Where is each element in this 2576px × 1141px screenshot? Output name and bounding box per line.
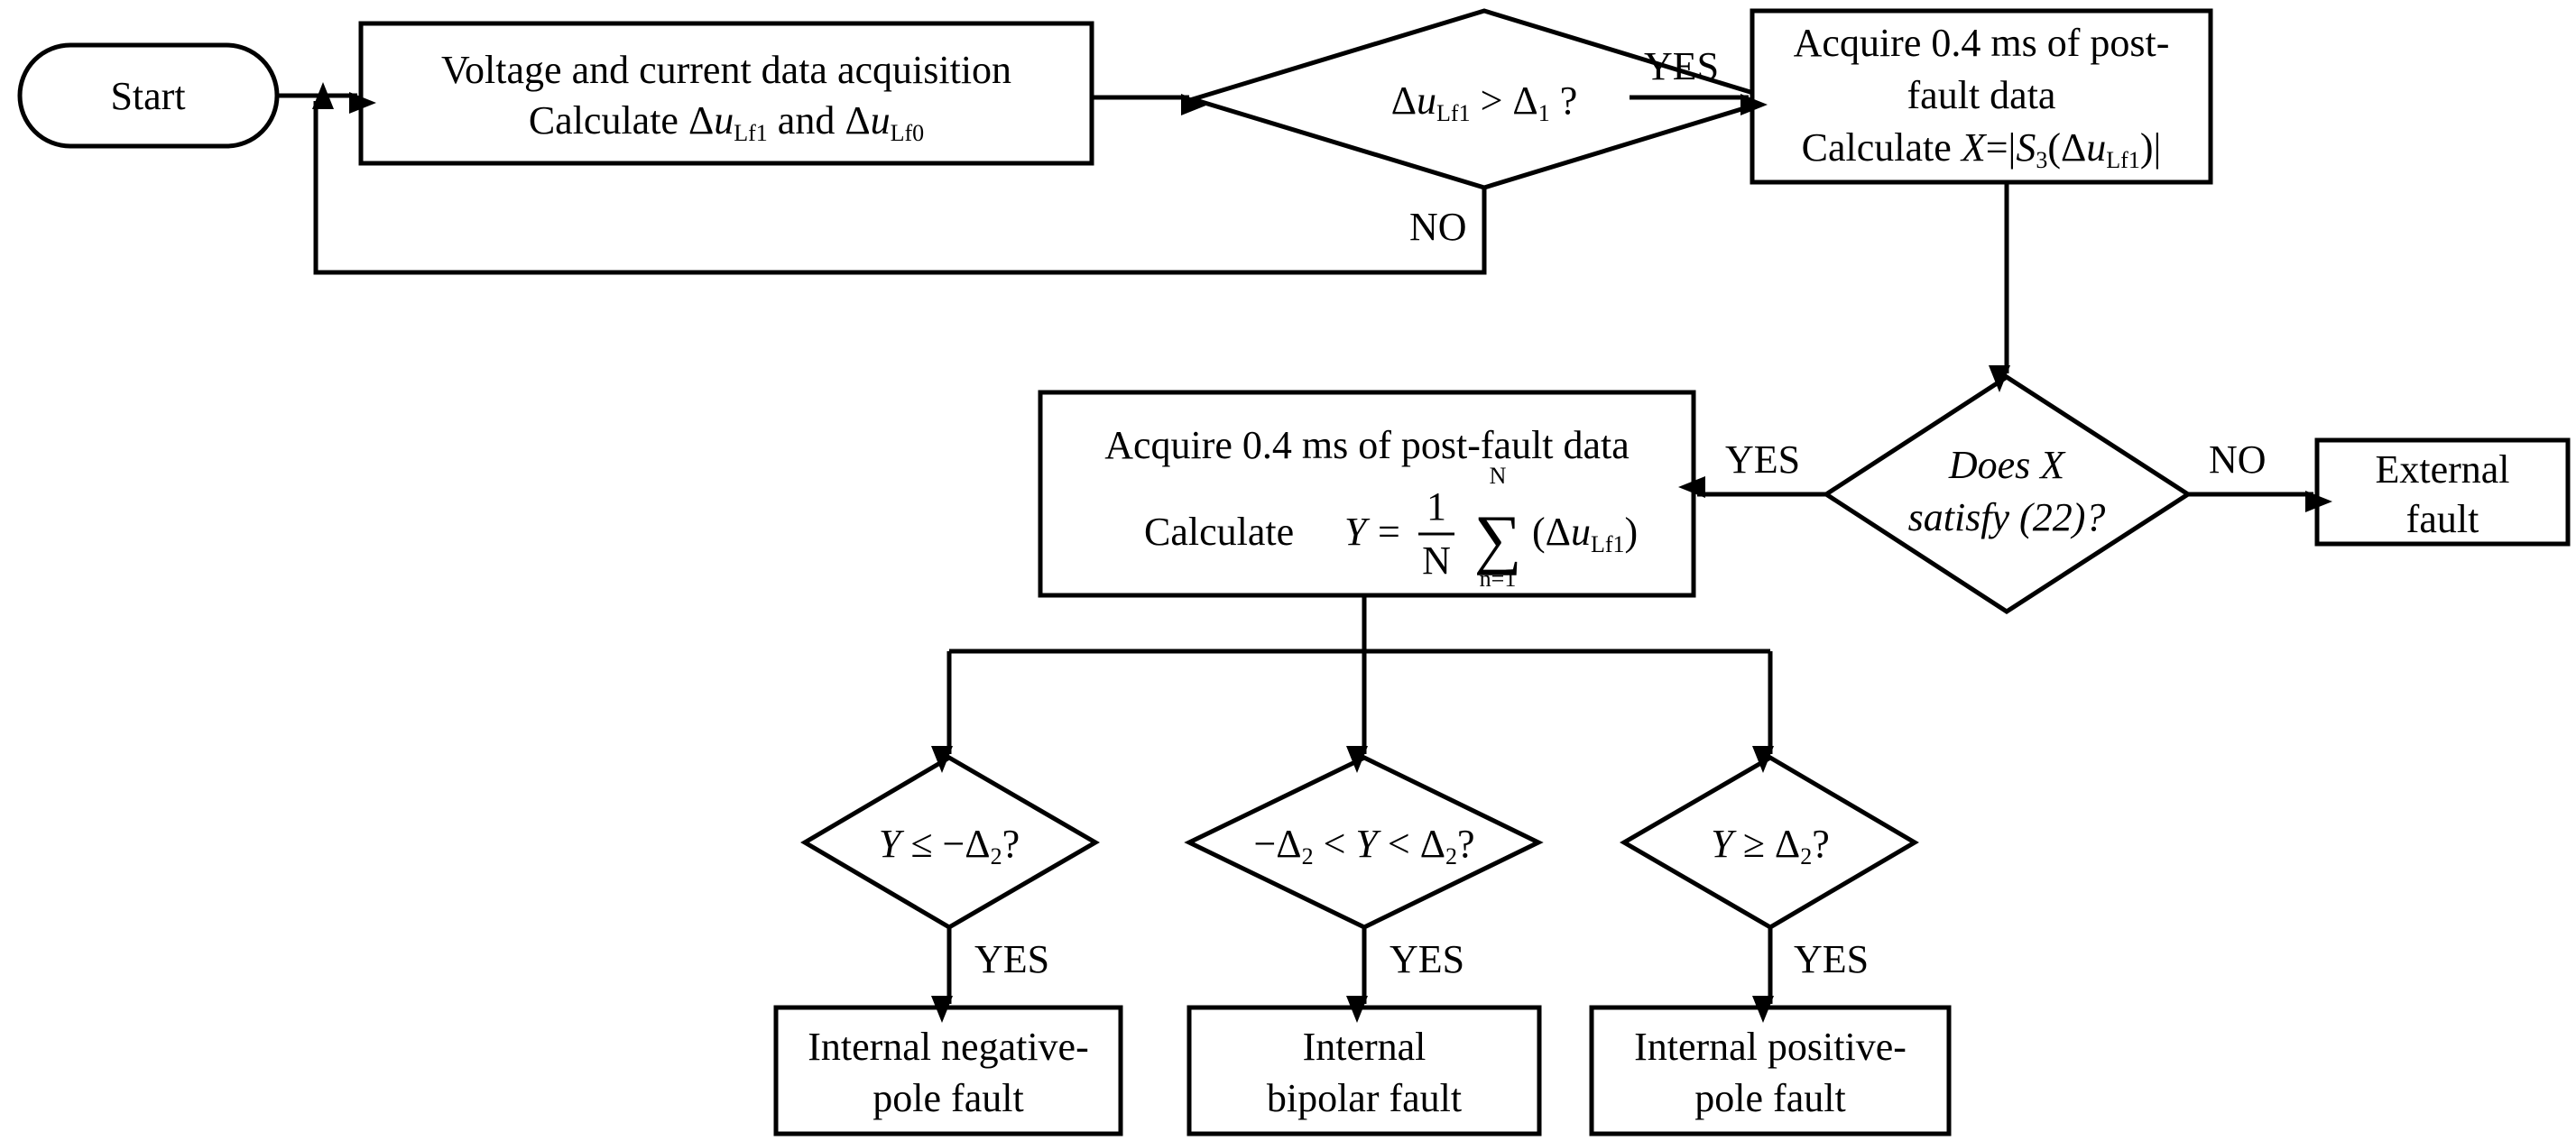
acquisition-line2: Calculate ΔuLf1 and ΔuLf0 — [529, 98, 924, 146]
acquisition-line1: Voltage and current data acquisition — [441, 48, 1011, 92]
decision-positive-text: Y ≥ Δ2? — [1711, 822, 1829, 870]
acquire-y-eq: = — [1378, 510, 1400, 554]
label-yes-threshold: YES — [1644, 44, 1719, 88]
acquire-x-line3: Calculate X=|S3(ΔuLf1)| — [1802, 125, 2162, 173]
decision-criterion-diamond — [1822, 374, 2193, 614]
result-positive-line2: pole fault — [1694, 1076, 1845, 1120]
acquire-y-sum-upper: N — [1490, 463, 1507, 489]
decision-negative-text: Y ≤ −Δ2? — [879, 822, 1020, 870]
result-positive-line1: Internal positive- — [1634, 1025, 1907, 1069]
label-yes-negative: YES — [974, 937, 1049, 981]
acquire-x-line2: fault data — [1907, 73, 2056, 117]
result-bipolar-line1: Internal — [1303, 1025, 1426, 1069]
label-no-threshold: NO — [1409, 205, 1467, 249]
result-bipolar-line2: bipolar fault — [1267, 1076, 1462, 1120]
acquire-y-line1: Acquire 0.4 ms of post-fault data — [1104, 423, 1630, 467]
external-fault-box — [2314, 437, 2571, 547]
decision-threshold-text: ΔuLf1 > Δ1 ? — [1391, 78, 1577, 126]
acquisition-box — [358, 21, 1094, 166]
result-negative-line1: Internal negative- — [808, 1025, 1089, 1069]
result-negative-line2: pole fault — [873, 1076, 1023, 1120]
acquire-y-calc-label: Calculate — [1144, 510, 1294, 554]
acquire-y-box — [1038, 390, 1696, 598]
acquire-x-line1: Acquire 0.4 ms of post- — [1794, 21, 2170, 65]
acquire-y-frac-num: 1 — [1426, 484, 1446, 529]
acquire-y-summand: (ΔuLf1) — [1532, 510, 1638, 557]
external-fault-line1: External — [2375, 447, 2509, 492]
acquire-y-sum-sign: ∑ — [1474, 502, 1522, 576]
acquire-y-var: Y — [1344, 510, 1371, 554]
decision-criterion-line1: Does X — [1948, 443, 2066, 487]
label-yes-bipolar: YES — [1390, 937, 1464, 981]
acquire-y-frac-den: N — [1422, 538, 1451, 583]
arrow-no-loop-back — [312, 82, 1487, 275]
start-label: Start — [110, 74, 185, 118]
result-positive-box — [1589, 1005, 1952, 1136]
external-fault-line2: fault — [2406, 497, 2479, 541]
label-yes-positive: YES — [1794, 937, 1869, 981]
label-no-criterion: NO — [2209, 437, 2267, 482]
decision-bipolar-text: −Δ2 < Y < Δ2? — [1253, 822, 1474, 870]
decision-criterion-line2: satisfy (22)? — [1908, 495, 2106, 539]
result-bipolar-box — [1186, 1005, 1542, 1136]
result-negative-box — [773, 1005, 1123, 1136]
acquire-y-sum-lower: n=1 — [1480, 566, 1517, 592]
label-yes-criterion: YES — [1725, 437, 1800, 482]
